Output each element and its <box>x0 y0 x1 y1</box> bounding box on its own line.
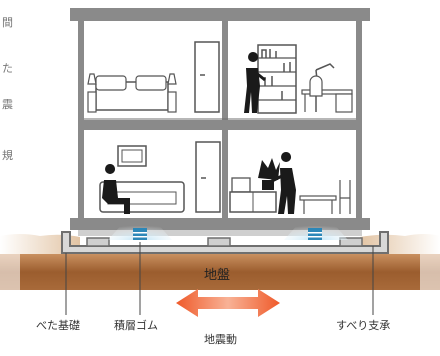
laminated-rubber-bearing-right <box>284 222 348 240</box>
side-text-3: 震 <box>2 98 13 111</box>
earthquake-motion-arrow <box>176 289 280 317</box>
side-text-4: 規 <box>2 149 13 162</box>
bedroom <box>87 41 220 113</box>
base-foundation-label: べた基礎 <box>36 319 80 332</box>
study-room <box>244 44 353 114</box>
laminated-rubber-bearing-left <box>108 222 172 240</box>
living-room <box>99 141 221 214</box>
earthquake-motion-label: 地震動 <box>204 333 237 346</box>
dining-room <box>229 152 351 214</box>
sliding-bearing-label: すべり支承 <box>336 319 391 332</box>
side-text-1: 間 <box>2 16 13 29</box>
base-foundation <box>61 231 389 254</box>
side-text-2: た <box>2 62 13 75</box>
ground-label: 地盤 <box>204 268 231 283</box>
leader-lines <box>65 242 374 315</box>
laminated-rubber-label: 積層ゴム <box>114 319 158 332</box>
